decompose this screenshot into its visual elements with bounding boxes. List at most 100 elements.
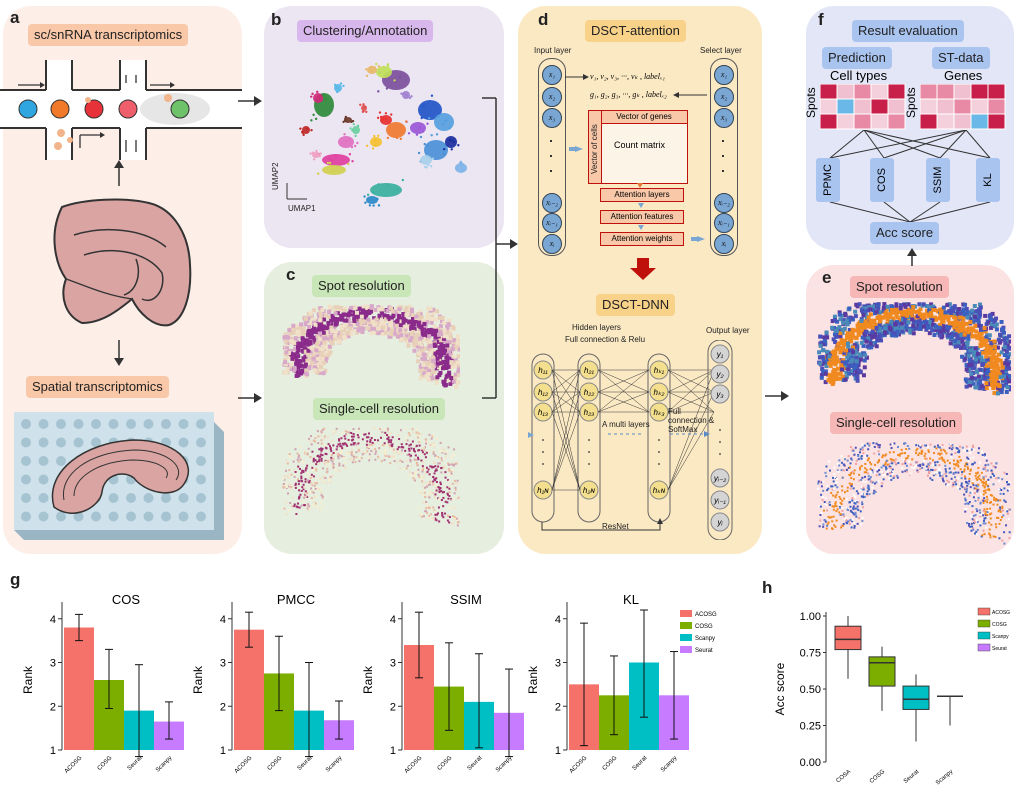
tissue-spot (834, 501, 837, 504)
umap-point (374, 139, 377, 142)
tissue-spot (427, 450, 430, 453)
tissue-spot (854, 495, 857, 498)
tissue-spot (411, 318, 416, 323)
tissue-spot (828, 516, 831, 519)
tissue-spot (413, 474, 416, 477)
tissue-spot (433, 496, 436, 499)
tissue-spot (884, 463, 887, 466)
tissue-spot (832, 508, 835, 511)
tissue-spot (952, 483, 955, 486)
tissue-spot (946, 479, 949, 482)
tissue-spot (918, 326, 923, 331)
tissue-spot (406, 439, 409, 442)
tissue-spot (294, 473, 297, 476)
tissue-spot (823, 519, 826, 522)
tissue-spot (843, 313, 848, 318)
tissue-spot (890, 458, 893, 461)
flow-arrow-head (704, 431, 710, 437)
tissue-spot (315, 319, 320, 324)
hidden-node-label: hₖ₃ (653, 408, 664, 417)
umap-point (386, 184, 389, 187)
tissue-spot (973, 518, 976, 521)
umap-axes-icon (286, 183, 307, 200)
tissue-spot (995, 516, 998, 519)
tissue-spot (914, 326, 919, 331)
tissue-spot (447, 318, 452, 323)
tissue-spot (824, 359, 829, 364)
tissue-spot (319, 477, 322, 480)
tissue-spot (896, 474, 899, 477)
tissue-spot (864, 467, 867, 470)
tissue-spot (838, 506, 841, 509)
tissue-spot (288, 452, 291, 455)
tissue-spot (448, 491, 451, 494)
umap-point (450, 139, 453, 142)
tissue-spot (852, 449, 855, 452)
tissue-spot (932, 308, 937, 313)
tissue-spot (386, 429, 389, 432)
tissue-spot (342, 328, 347, 333)
tissue-spot (327, 310, 332, 315)
tissue-spot (330, 313, 335, 318)
array-spot (161, 493, 171, 503)
tissue-spot (968, 494, 971, 497)
tissue-spot (403, 330, 408, 335)
tissue-spot (902, 309, 907, 314)
tissue-spot (1003, 367, 1008, 372)
tissue-spot (822, 523, 825, 526)
tissue-spot (316, 334, 321, 339)
heatmap-cell (936, 113, 955, 130)
tissue-spot (379, 436, 382, 439)
tissue-spot (957, 465, 960, 468)
tissue-spot (301, 337, 306, 342)
umap-point (398, 76, 401, 79)
tissue-spot (857, 492, 860, 495)
tissue-spot (855, 515, 858, 518)
tissue-spot (403, 318, 408, 323)
tissue-spot (1001, 325, 1006, 330)
tissue-spot (434, 377, 439, 382)
umap-point (311, 92, 314, 96)
tissue-spot (428, 442, 431, 445)
tissue-spot (454, 384, 459, 389)
tissue-spot (299, 322, 304, 327)
tissue-spot (332, 466, 335, 469)
tissue-spot (859, 325, 864, 330)
array-spot (196, 474, 206, 485)
tissue-spot (846, 522, 849, 525)
tissue-spot (909, 472, 912, 475)
connection (667, 411, 715, 491)
tissue-spot (455, 343, 460, 348)
tissue-spot (881, 456, 884, 459)
tissue-spot (971, 518, 974, 521)
tissue-spot (952, 315, 957, 320)
tissue-spot (962, 313, 967, 318)
tissue-spot (304, 492, 307, 495)
tissue-spot (377, 313, 382, 318)
tissue-spot (450, 472, 453, 475)
tissue-spot (1004, 500, 1007, 503)
tissue-spot (926, 314, 931, 319)
tissue-spot (983, 338, 988, 343)
tissue-spot (976, 478, 979, 481)
tissue-spot (437, 462, 440, 465)
tissue-spot (983, 533, 986, 536)
tissue-spot (332, 462, 335, 465)
umap-point (362, 103, 365, 106)
heatmap-cell (953, 113, 972, 130)
tissue-spot (380, 460, 383, 463)
tissue-spot (820, 485, 823, 488)
tissue-spot (442, 380, 447, 385)
tissue-spot (817, 487, 820, 490)
array-spot (178, 511, 189, 522)
tissue-spot (407, 432, 410, 435)
tissue-spot (1005, 362, 1010, 367)
tissue-spot (957, 307, 962, 312)
tissue-spot (444, 377, 449, 382)
tissue-spot (982, 468, 985, 471)
heatmap-cell (887, 113, 906, 130)
tissue-spot (849, 519, 852, 522)
tissue-spot (315, 354, 320, 359)
heatmap-cell (887, 84, 906, 100)
tissue-spot (990, 462, 993, 465)
